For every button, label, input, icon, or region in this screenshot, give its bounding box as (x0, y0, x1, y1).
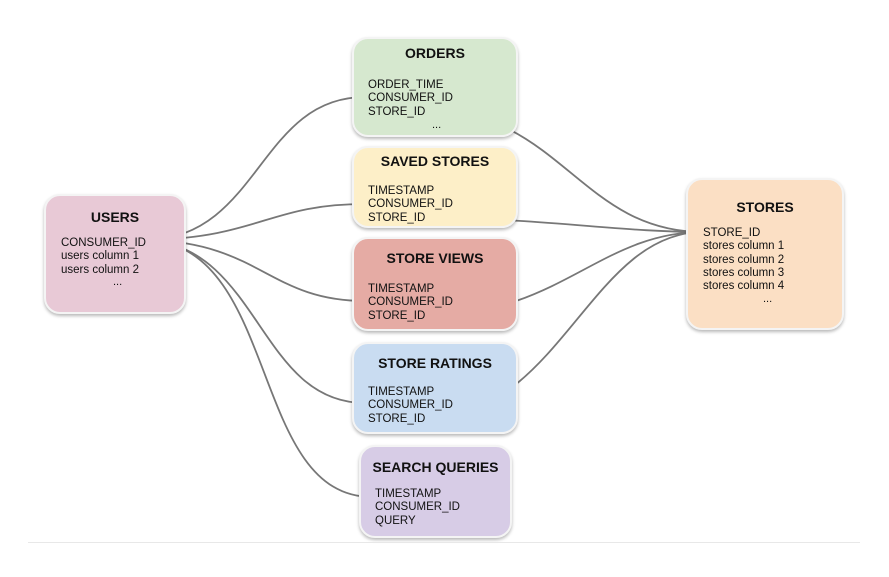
table-title: STORE VIEWS (386, 250, 484, 266)
column-list: TIMESTAMP CONSUMER_ID STORE_ID (368, 185, 453, 225)
table-title: ORDERS (405, 45, 465, 61)
table-title: SEARCH QUERIES (372, 459, 499, 475)
column-list: TIMESTAMP CONSUMER_ID QUERY (375, 488, 460, 528)
column-store-id[interactable]: STORE_ID (368, 211, 426, 224)
table-users[interactable]: USERS CONSUMER_ID users column 1 users c… (44, 194, 186, 314)
bottom-divider (28, 542, 860, 543)
table-orders[interactable]: ORDERS ORDER_TIME CONSUMER_ID STORE_ID .… (352, 37, 518, 137)
column-list: TIMESTAMP CONSUMER_ID STORE_ID (368, 386, 453, 426)
column[interactable]: TIMESTAMP (368, 386, 435, 398)
column[interactable]: TIMESTAMP (375, 488, 442, 500)
more-columns-ellipsis: ... (432, 119, 442, 131)
column[interactable]: users column 1 (61, 250, 139, 263)
column-store-id[interactable]: STORE_ID (368, 412, 426, 425)
column[interactable]: TIMESTAMP (368, 185, 435, 197)
column-consumer-id[interactable]: CONSUMER_ID (375, 501, 460, 514)
column-store-id[interactable]: STORE_ID (703, 227, 761, 239)
column-list: STORE_ID stores column 1 stores column 2… (703, 227, 784, 293)
column-store-id[interactable]: STORE_ID (368, 105, 426, 118)
table-store-ratings[interactable]: STORE RATINGS TIMESTAMP CONSUMER_ID STOR… (352, 342, 518, 434)
column[interactable]: stores column 2 (703, 253, 785, 266)
table-search-queries[interactable]: SEARCH QUERIES TIMESTAMP CONSUMER_ID QUE… (359, 445, 512, 538)
column[interactable]: QUERY (375, 514, 416, 527)
more-columns-ellipsis: ... (763, 293, 773, 305)
column[interactable]: stores column 4 (703, 280, 785, 293)
column-consumer-id[interactable]: CONSUMER_ID (368, 198, 453, 211)
column-list: CONSUMER_ID users column 1 users column … (61, 237, 146, 277)
column[interactable]: users column 2 (61, 263, 139, 276)
table-saved-stores[interactable]: SAVED STORES TIMESTAMP CONSUMER_ID STORE… (352, 146, 518, 228)
table-title: STORES (736, 199, 794, 215)
column-consumer-id[interactable]: CONSUMER_ID (368, 92, 453, 105)
table-title: USERS (90, 209, 140, 225)
column-consumer-id[interactable]: CONSUMER_ID (368, 399, 453, 412)
table-stores[interactable]: STORES STORE_ID stores column 1 stores c… (686, 178, 844, 330)
column-list: TIMESTAMP CONSUMER_ID STORE_ID (368, 283, 453, 323)
table-title: STORE RATINGS (378, 355, 492, 371)
column-list: ORDER_TIME CONSUMER_ID STORE_ID (368, 79, 453, 119)
table-store-views[interactable]: STORE VIEWS TIMESTAMP CONSUMER_ID STORE_… (352, 237, 518, 331)
column[interactable]: ORDER_TIME (368, 79, 444, 91)
column[interactable]: stores column 1 (703, 240, 785, 253)
column[interactable]: stores column 3 (703, 266, 785, 279)
more-columns-ellipsis: ... (113, 276, 123, 288)
column-store-id[interactable]: STORE_ID (368, 309, 426, 322)
column[interactable]: TIMESTAMP (368, 283, 435, 295)
table-title: SAVED STORES (380, 153, 490, 169)
column-consumer-id[interactable]: CONSUMER_ID (61, 237, 146, 249)
column-consumer-id[interactable]: CONSUMER_ID (368, 296, 453, 309)
